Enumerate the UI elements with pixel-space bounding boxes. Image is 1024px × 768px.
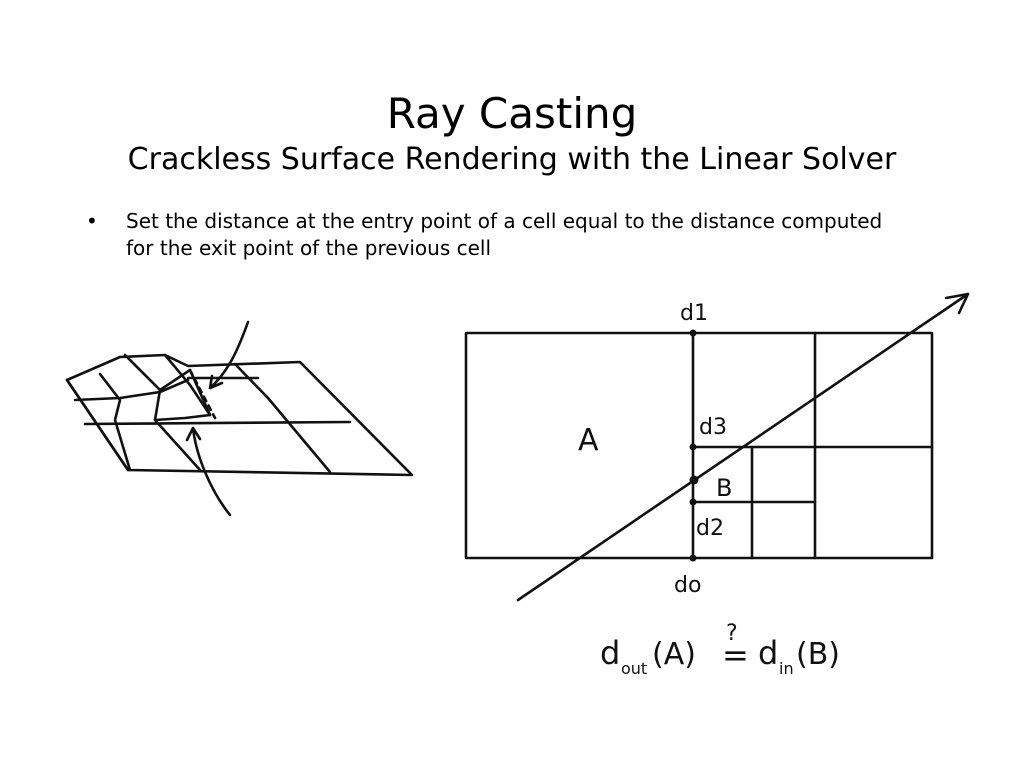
arrow-to-crack-bottom [185, 426, 232, 517]
point-d3 [689, 443, 697, 451]
ray-line [516, 292, 970, 602]
bullet-item: • Set the distance at the entry point of… [86, 208, 906, 262]
point-intersection [689, 475, 699, 485]
eq-left-argument: (A) [652, 637, 696, 672]
eq-left-base: d [600, 634, 620, 672]
surface-grid-lines [65, 353, 352, 474]
eq-question-mark: ? [726, 621, 738, 646]
slide-subtitle: Crackless Surface Rendering with the Lin… [127, 142, 897, 177]
label-d3: d3 [699, 415, 727, 440]
label-d1: d1 [680, 301, 708, 326]
eq-right-base: d [758, 634, 778, 672]
equation: d out (A) ? = d in (B) [600, 621, 840, 678]
eq-right-subscript: in [779, 659, 794, 678]
crack-dashed-line [188, 368, 217, 420]
surface-raised-patch [153, 368, 212, 422]
cracked-surface-sketch [65, 320, 414, 517]
label-d0: do [674, 573, 701, 598]
cell-b-label: B [716, 474, 732, 502]
arrow-to-crack-top [208, 320, 250, 390]
outer-cell-rectangle [464, 331, 934, 560]
point-d2 [689, 498, 697, 506]
label-d2: d2 [696, 516, 724, 541]
cell-a-label: A [578, 423, 599, 458]
point-d1 [689, 329, 697, 337]
slide-title: Ray Casting [386, 89, 638, 138]
eq-right-argument: (B) [796, 637, 840, 672]
point-d0 [689, 554, 697, 562]
cell-grid-diagram: A B d1 d3 d2 do [464, 292, 970, 602]
eq-relation: = [722, 636, 749, 674]
eq-left-subscript: out [621, 659, 647, 678]
bullet-text: Set the distance at the entry point of a… [126, 209, 883, 260]
bullet-marker: • [86, 209, 98, 233]
bullet-list: • Set the distance at the entry point of… [86, 208, 906, 262]
